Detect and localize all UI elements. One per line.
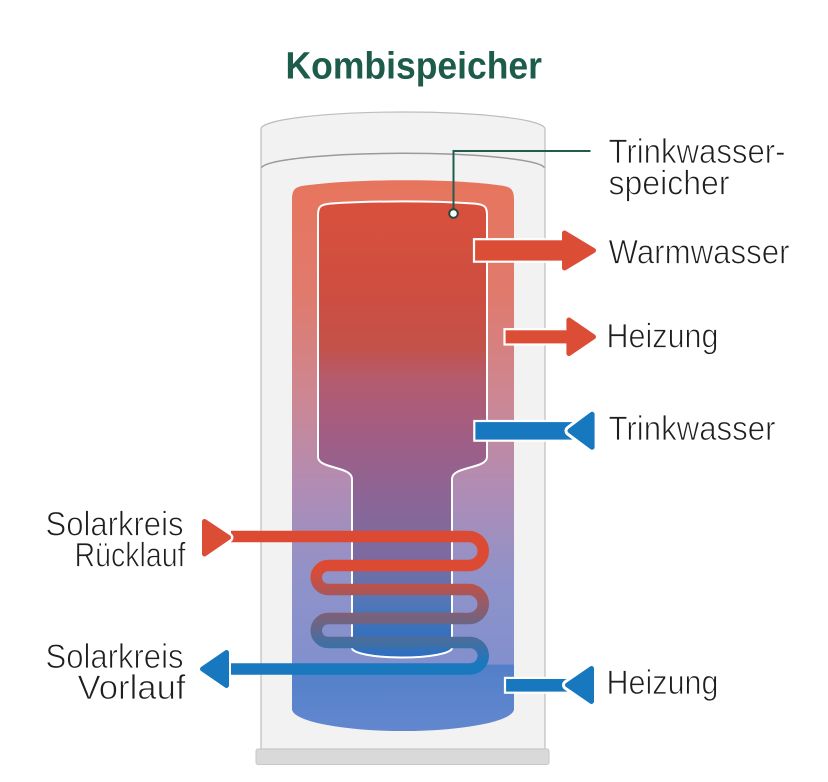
svg-text:Heizung: Heizung (607, 664, 719, 702)
svg-text:speicher: speicher (609, 165, 730, 203)
svg-text:Solarkreis: Solarkreis (46, 638, 184, 676)
svg-text:Warmwasser: Warmwasser (609, 234, 790, 272)
svg-text:Trinkwasser: Trinkwasser (609, 410, 776, 448)
svg-text:Kombispeicher: Kombispeicher (286, 46, 543, 88)
svg-text:Vorlauf: Vorlauf (78, 669, 187, 707)
svg-text:Solarkreis: Solarkreis (46, 506, 184, 544)
svg-text:Trinkwasser-: Trinkwasser- (609, 133, 786, 171)
svg-text:Rücklauf: Rücklauf (75, 537, 186, 575)
svg-text:Heizung: Heizung (607, 318, 719, 356)
